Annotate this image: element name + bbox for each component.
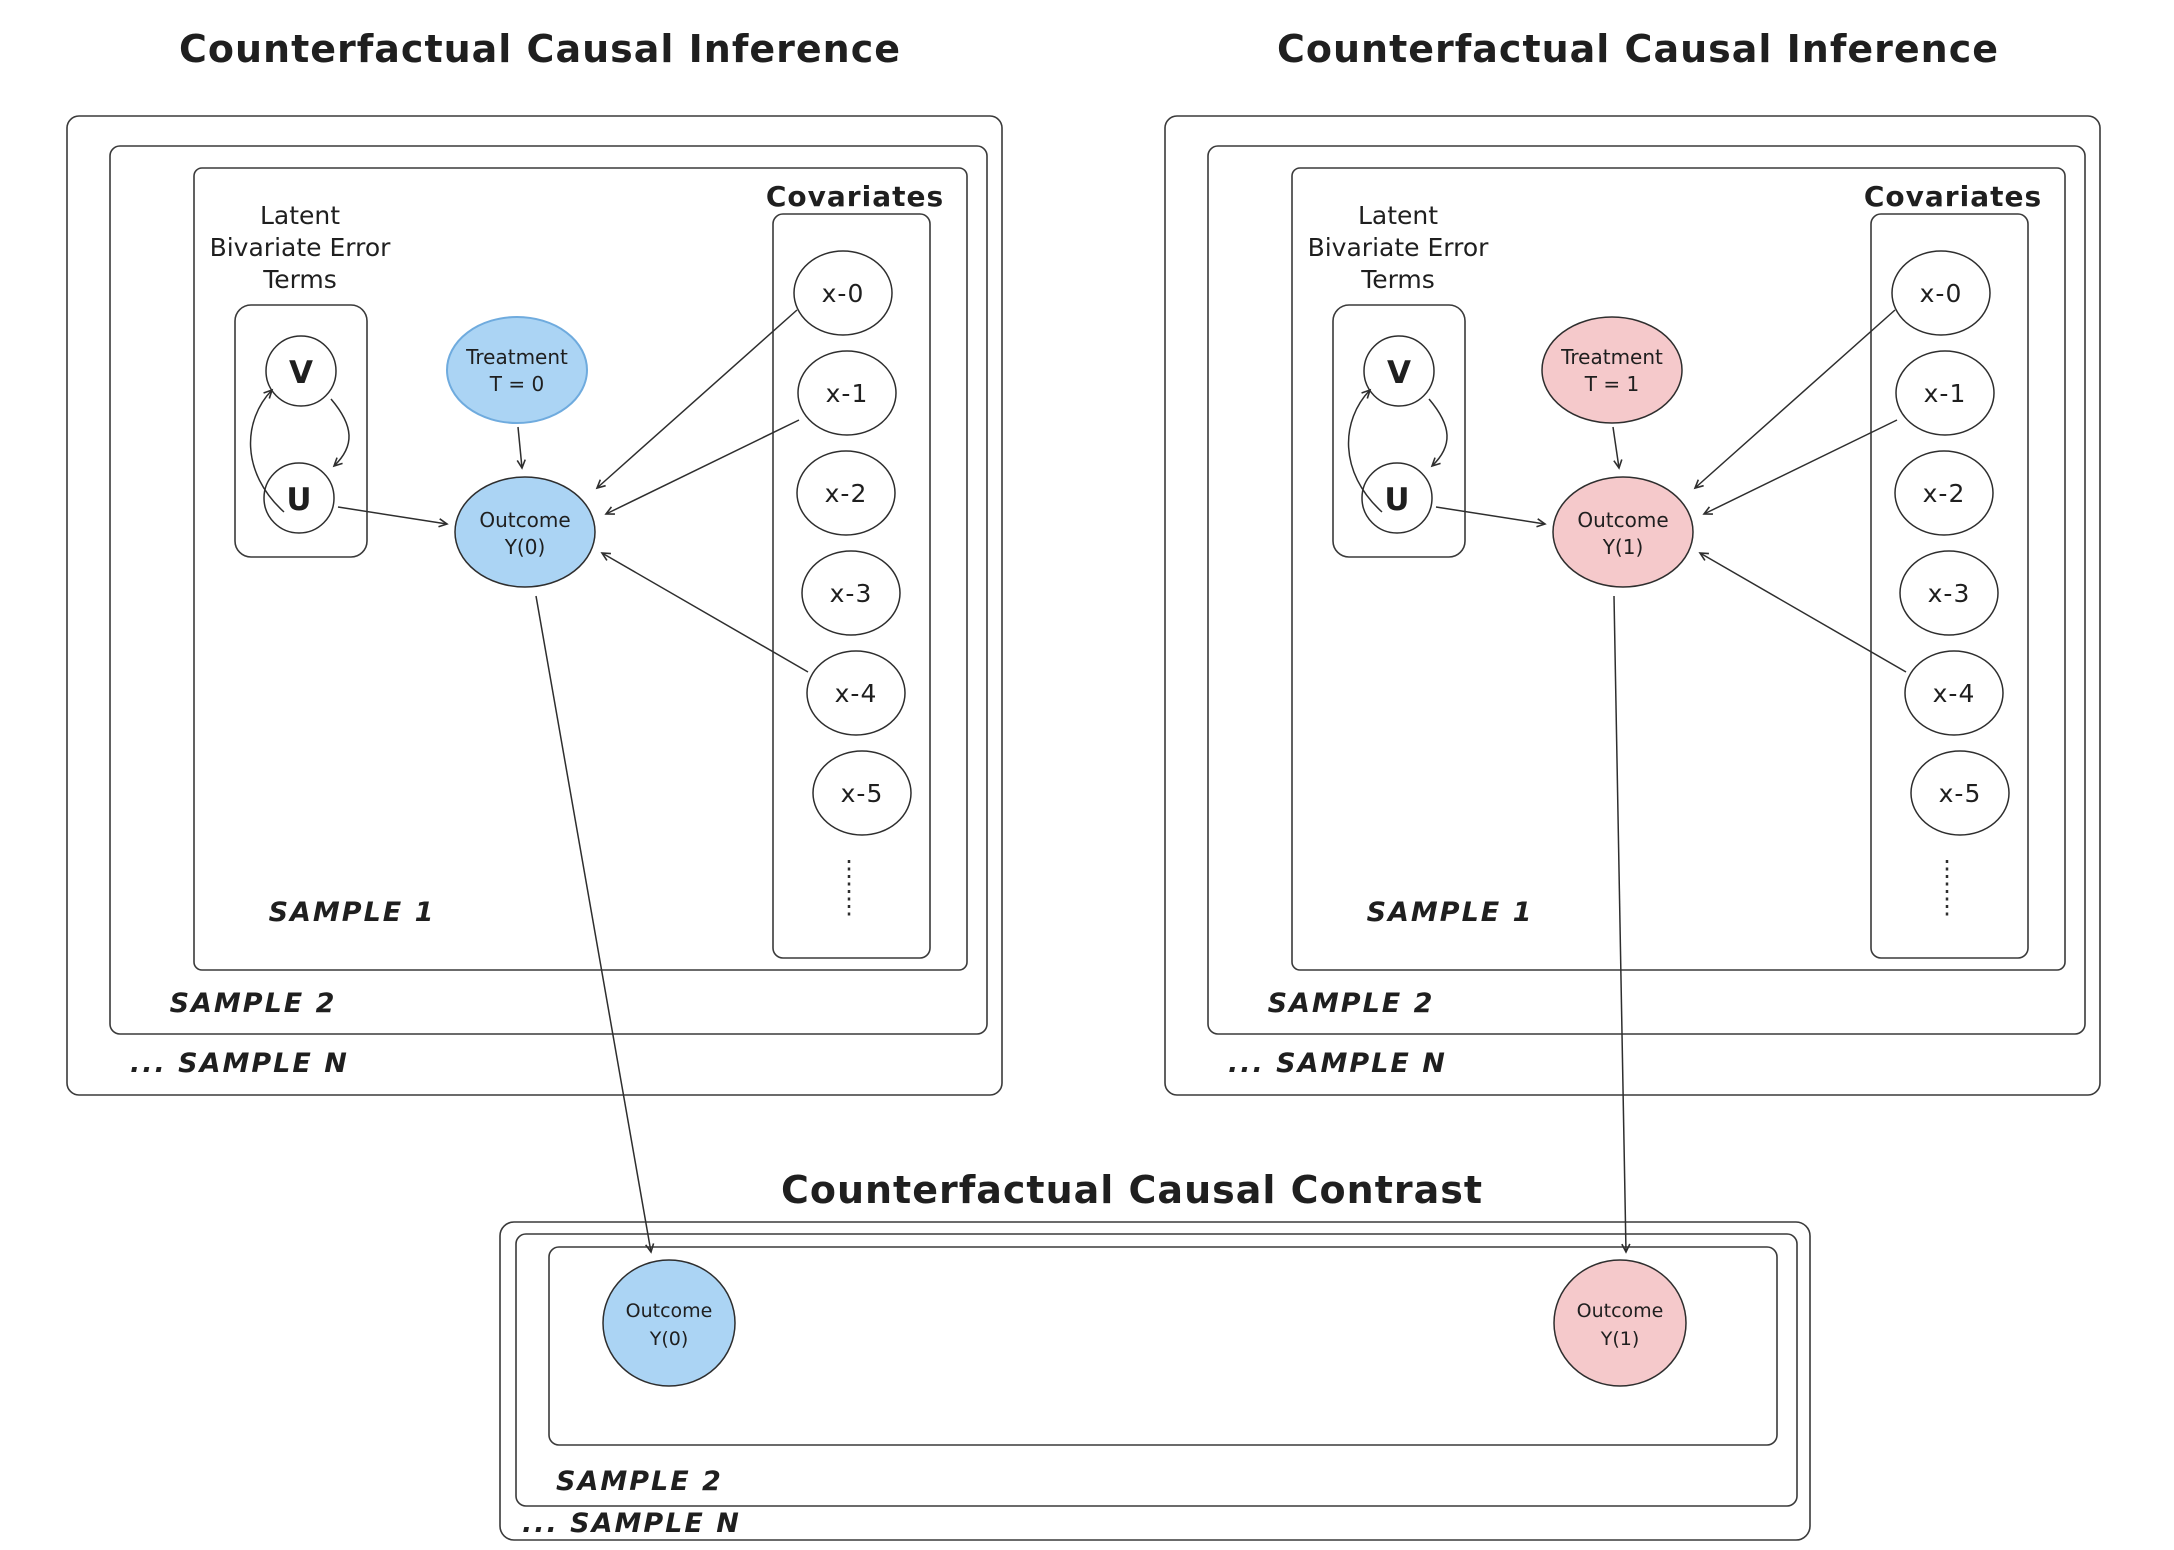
arrow-v-to-u <box>1428 398 1448 468</box>
outcome-y0-label: Y(0) <box>649 1328 689 1350</box>
outcome-y0-label: Outcome <box>626 1300 713 1322</box>
v-node-label: V <box>289 355 313 391</box>
sample-n-label: ... SAMPLE N <box>130 1048 349 1079</box>
covariate-label: x-2 <box>1923 479 1966 508</box>
outcome-y1-label: Y(1) <box>1600 1328 1640 1350</box>
panel-title: Counterfactual Causal Contrast <box>781 1168 1483 1212</box>
contrast-panel: Counterfactual Causal Contrast Outcome Y… <box>499 1168 1811 1541</box>
covariate-node <box>793 250 893 336</box>
covariate-label: x-4 <box>835 679 878 708</box>
covariate-node <box>796 450 896 536</box>
covariate-label: x-3 <box>830 579 873 608</box>
arrow-x1-to-outcome <box>604 419 800 515</box>
covariate-node <box>806 650 906 736</box>
connector-outcome-y0-to-contrast <box>535 595 655 1254</box>
arrow-x1-to-outcome <box>1702 419 1898 515</box>
covariates-title: Covariates <box>1864 180 2042 213</box>
covariate-node <box>1894 450 1994 536</box>
arrow-u-to-outcome <box>337 506 449 528</box>
v-node <box>1363 335 1435 407</box>
outcome-label: Y(0) <box>504 535 546 559</box>
covariate-label: x-0 <box>822 279 865 308</box>
sample-2-label: SAMPLE 2 <box>170 988 337 1019</box>
covariate-node <box>1910 750 2010 836</box>
covariate-node <box>1899 550 1999 636</box>
latent-error-terms-label: Bivariate Error <box>1308 233 1490 262</box>
latent-error-terms-label: Latent <box>260 201 340 230</box>
covariate-label: x-0 <box>1920 279 1963 308</box>
treatment-label: T = 1 <box>1584 372 1639 396</box>
covariate-node <box>812 750 912 836</box>
outcome-y0-node <box>602 1259 736 1387</box>
covariate-node <box>1904 650 2004 736</box>
sample-2-label: SAMPLE 2 <box>1268 988 1435 1019</box>
treatment-label: Treatment <box>465 345 568 369</box>
treatment-label: Treatment <box>1560 345 1663 369</box>
outcome-node <box>454 476 596 588</box>
u-node-label: U <box>1384 482 1409 518</box>
treatment-node <box>446 316 588 424</box>
arrow-x4-to-outcome <box>600 552 809 673</box>
right-inference-panel: Counterfactual Causal Inference Latent B… <box>1164 27 2101 1096</box>
sample-1-label: SAMPLE 1 <box>269 897 436 928</box>
covariate-node <box>1895 350 1995 436</box>
treatment-label: T = 0 <box>489 372 544 396</box>
v-node <box>265 335 337 407</box>
arrow-u-to-outcome <box>1435 506 1547 528</box>
arrow-treatment-to-outcome <box>1612 426 1623 470</box>
sample-n-label: ... SAMPLE N <box>1228 1048 1447 1079</box>
covariate-node <box>797 350 897 436</box>
covariate-label: x-1 <box>826 379 869 408</box>
outcome-y1-label: Outcome <box>1577 1300 1664 1322</box>
arrow-x0-to-outcome <box>1693 309 1896 490</box>
left-inference-panel: Counterfactual Causal Inference Latent B… <box>66 27 1003 1096</box>
arrow-x0-to-outcome <box>595 309 798 490</box>
sample-n-label: ... SAMPLE N <box>522 1508 741 1539</box>
outcome-label: Outcome <box>479 508 570 532</box>
treatment-node <box>1541 316 1683 424</box>
latent-error-terms-label: Latent <box>1358 201 1438 230</box>
covariate-node <box>1891 250 1991 336</box>
u-node <box>263 462 335 534</box>
covariate-node <box>801 550 901 636</box>
u-node <box>1361 462 1433 534</box>
sample-1-label: SAMPLE 1 <box>1367 897 1534 928</box>
covariate-label: x-5 <box>841 779 884 808</box>
sample-2-label: SAMPLE 2 <box>556 1466 723 1497</box>
connector-outcome-y1-to-contrast <box>1613 595 1631 1254</box>
latent-error-terms-label: Terms <box>262 265 337 294</box>
latent-error-terms-label: Terms <box>1360 265 1435 294</box>
arrow-treatment-to-outcome <box>516 426 526 470</box>
outcome-node <box>1552 476 1694 588</box>
covariates-title: Covariates <box>766 180 944 213</box>
arrow-u-to-v <box>1347 388 1383 513</box>
arrow-u-to-v <box>249 388 285 513</box>
v-node-label: V <box>1387 355 1411 391</box>
covariate-label: x-3 <box>1928 579 1971 608</box>
outcome-label: Y(1) <box>1602 535 1644 559</box>
arrow-x4-to-outcome <box>1698 552 1907 673</box>
arrow-v-to-u <box>330 398 350 468</box>
outcome-y1-node <box>1553 1259 1687 1387</box>
latent-error-terms-label: Bivariate Error <box>210 233 392 262</box>
u-node-label: U <box>286 482 311 518</box>
outcome-label: Outcome <box>1577 508 1668 532</box>
covariate-label: x-1 <box>1924 379 1967 408</box>
sample-1-box <box>548 1246 1778 1446</box>
covariate-label: x-2 <box>825 479 868 508</box>
covariate-label: x-5 <box>1939 779 1982 808</box>
panel-title: Counterfactual Causal Inference <box>179 27 901 71</box>
panel-title: Counterfactual Causal Inference <box>1277 27 1999 71</box>
covariate-label: x-4 <box>1933 679 1976 708</box>
